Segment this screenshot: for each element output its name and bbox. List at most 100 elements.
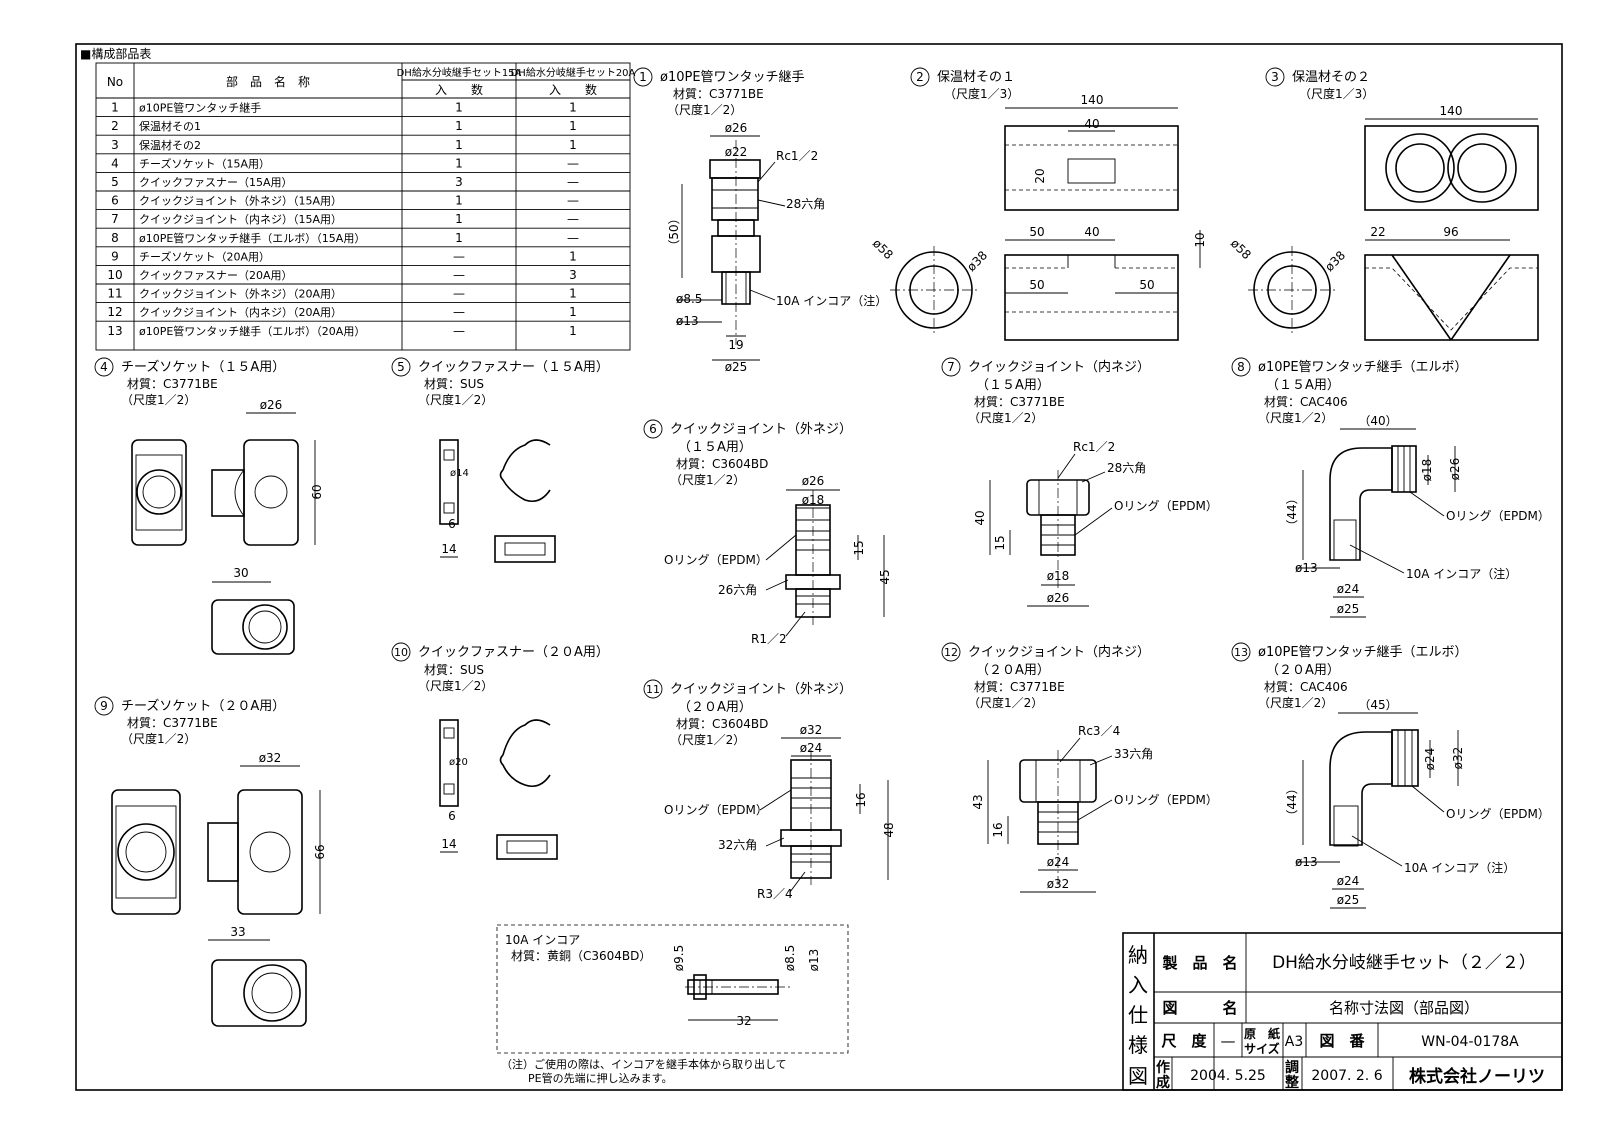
part-5: 5 クイックファスナー（１５A用） 材質：SUS （尺度1／2） ø14 6 1… — [391, 357, 609, 563]
part-1-scale: （尺度1／2） — [667, 102, 742, 117]
p6-dim-d26: ø26 — [802, 474, 825, 488]
part-13-drawing — [1329, 729, 1419, 847]
part-11-drawing — [780, 750, 842, 885]
part-2-drawing — [890, 125, 1179, 341]
row-no: 13 — [107, 324, 122, 338]
part-1-title: ø10PE管ワンタッチ継手 — [660, 70, 805, 85]
part-4-number: 4 — [100, 360, 108, 374]
row-qty15: 3 — [455, 175, 463, 189]
p2-dim-l40: 40 — [1084, 117, 1099, 131]
row-qty20: 3 — [569, 268, 577, 282]
part-2-scale: （尺度1／3） — [944, 86, 1019, 101]
part-4-dims: ø26 60 30 — [212, 398, 324, 583]
scale-label: 尺 度 — [1161, 1032, 1207, 1050]
incore-material: 材質：黄銅（C3604BD） — [511, 948, 651, 963]
p11-dim-d24: ø24 — [800, 741, 823, 755]
part-4-material: 材質：C3771BE — [127, 376, 218, 391]
p6-dim-d18: ø18 — [802, 493, 825, 507]
part-11-title: クイックジョイント（外ネジ） — [670, 682, 852, 697]
spec-char-3: 仕 — [1128, 1003, 1148, 1027]
part-5-dims: ø14 6 14 — [440, 468, 469, 558]
p8-dim-d25: ø25 — [1337, 602, 1360, 616]
row-no: 4 — [111, 156, 119, 170]
part-1: 1 ø10PE管ワンタッチ継手 材質：C3771BE （尺度1／2） ø26 ø… — [633, 67, 887, 374]
row-no: 3 — [111, 138, 119, 152]
number-value: WN-04-0178A — [1421, 1034, 1519, 1050]
p12-dim-oring: Oリング（EPDM） — [1114, 793, 1218, 807]
p11-dim-h16: 16 — [854, 792, 868, 807]
row-name: チーズソケット（20A用） — [139, 249, 270, 263]
row-name: クイックジョイント（内ネジ）（20A用） — [139, 305, 342, 319]
p12-dim-h16: 16 — [991, 822, 1005, 837]
p5-dim-d14: ø14 — [450, 468, 469, 479]
p1-dim-core: 10A インコア（注） — [776, 293, 887, 308]
p8-dim-w40: （40） — [1358, 414, 1397, 428]
p3-dim-l22: 22 — [1370, 225, 1385, 239]
p1-dim-rc: Rc1／2 — [776, 149, 818, 163]
part-2-title: 保温材その１ — [937, 70, 1015, 85]
row-name: クイックジョイント（外ネジ）（15A用） — [139, 195, 342, 208]
p7-dim-h15: 15 — [993, 535, 1007, 550]
row-no: 10 — [107, 268, 122, 282]
adj-label-2: 整 — [1284, 1074, 1300, 1091]
row-qty20: — — [567, 194, 579, 208]
p8-dim-d18: ø18 — [1420, 459, 1434, 482]
part-12-material: 材質：C3771BE — [974, 679, 1065, 694]
part-6-material: 材質：C3604BD — [676, 456, 768, 471]
part-8-number: 8 — [1237, 360, 1245, 374]
part-10-drawing — [439, 719, 558, 860]
sheet-border — [75, 43, 1563, 1091]
p6-dim-hex: 26六角 — [718, 583, 757, 597]
part-5-number: 5 — [397, 360, 405, 374]
col-qty20: 入 数 — [549, 82, 597, 97]
parts-table: ■構成部品表 No 部 品 名 称 DH給水分岐継手セット15A DH給水分岐継… — [80, 46, 636, 351]
incore-dim-l32: 32 — [736, 1014, 751, 1028]
row-no: 2 — [111, 119, 119, 133]
part-10: 10 クイックファスナー（２０A用） 材質：SUS （尺度1／2） ø20 6 … — [391, 642, 609, 860]
p13-dim-d24: ø24 — [1423, 748, 1437, 771]
product-label: 製 品 名 — [1161, 954, 1237, 972]
spec-char-4: 様 — [1128, 1033, 1148, 1057]
part-12-drawing — [1019, 750, 1097, 885]
spec-char-1: 納 — [1128, 943, 1148, 967]
part-8-material: 材質：CAC406 — [1264, 394, 1348, 409]
part-7-title: クイックジョイント（内ネジ） — [968, 359, 1150, 375]
p10-dim-w14: 14 — [441, 837, 456, 851]
p12-dim-h43: 43 — [971, 794, 985, 809]
p7-dim-hex: 28六角 — [1107, 461, 1146, 475]
part-8-dims: （40） ø18 ø26 （44） Oリング（EPDM） ø13 10A インコ… — [1285, 414, 1550, 618]
part-9-dims: ø32 66 33 — [208, 751, 327, 941]
part-13-number: 13 — [1234, 646, 1248, 659]
p2-dim-h20: 20 — [1033, 168, 1047, 183]
part-3: 3 保温材その２ （尺度1／3） 140 ø58 ø38 22 96 — [1228, 67, 1539, 341]
part-9-number: 9 — [100, 699, 108, 713]
p9-dim-d32: ø32 — [259, 751, 282, 765]
row-name: クイックジョイント（外ネジ）（20A用） — [139, 288, 342, 301]
row-qty20: — — [567, 212, 579, 226]
part-12-scale: （尺度1／2） — [968, 695, 1043, 710]
p8-dim-oring: Oリング（EPDM） — [1446, 509, 1550, 523]
part-9-scale: （尺度1／2） — [121, 731, 196, 746]
part-7-dims: Rc1／2 28六角 40 15 Oリング（EPDM） ø18 ø26 — [973, 440, 1218, 607]
part-3-drawing — [1248, 125, 1539, 341]
scale-value: — — [1221, 1032, 1236, 1050]
row-qty15: — — [453, 287, 465, 301]
part-2: 2 保温材その１ （尺度1／3） 140 40 20 ø58 ø38 50 40 — [870, 67, 1207, 341]
part-4-drawing — [131, 439, 299, 655]
p2-dim-d38: ø38 — [964, 248, 990, 274]
p8-dim-d13: ø13 — [1295, 561, 1318, 575]
p13-dim-core: 10A インコア（注） — [1404, 860, 1515, 875]
part-6-scale: （尺度1／2） — [670, 472, 745, 487]
part-7-material: 材質：C3771BE — [974, 394, 1065, 409]
part-4-title: チーズソケット（１５A用） — [121, 359, 285, 375]
row-name: ø10PE管ワンタッチ継手 — [139, 101, 261, 115]
part-11-material: 材質：C3604BD — [676, 716, 768, 731]
row-name: クイックファスナー（15A用） — [139, 176, 293, 189]
row-qty15: — — [453, 268, 465, 282]
p8-dim-d26: ø26 — [1448, 458, 1462, 481]
row-no: 8 — [111, 231, 119, 245]
part-9-material: 材質：C3771BE — [127, 715, 218, 730]
part-8-drawing — [1329, 445, 1417, 561]
part-9: 9 チーズソケット（２０A用） 材質：C3771BE （尺度1／2） ø32 6… — [94, 696, 327, 1027]
p2-dim-b50r: 50 — [1139, 278, 1154, 292]
